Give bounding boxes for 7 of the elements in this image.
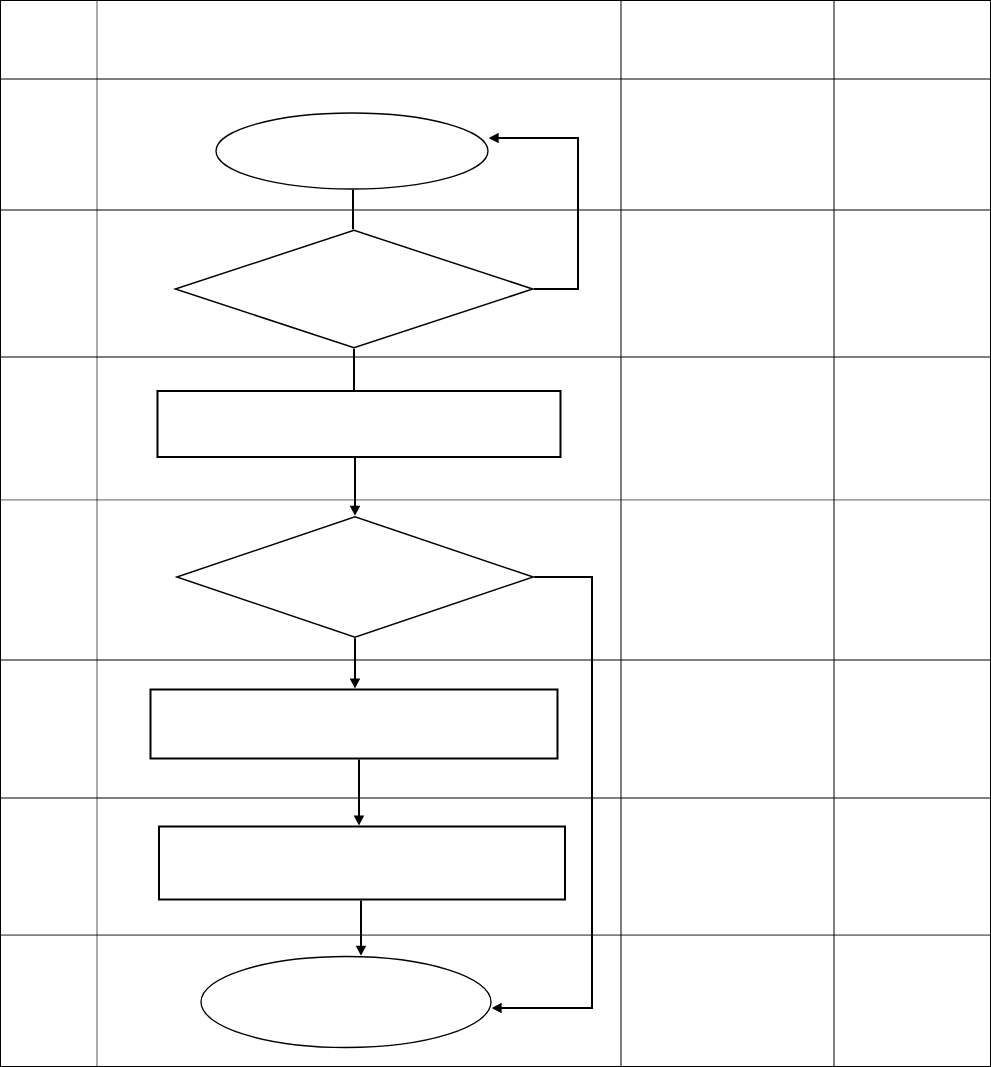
connector-line [353, 347, 355, 391]
process-box [158, 825, 566, 901]
connector-line [352, 188, 354, 231]
terminal-ellipse [200, 955, 492, 1049]
process-box [149, 688, 559, 760]
process-box [156, 390, 562, 458]
terminal-ellipse [215, 112, 489, 190]
